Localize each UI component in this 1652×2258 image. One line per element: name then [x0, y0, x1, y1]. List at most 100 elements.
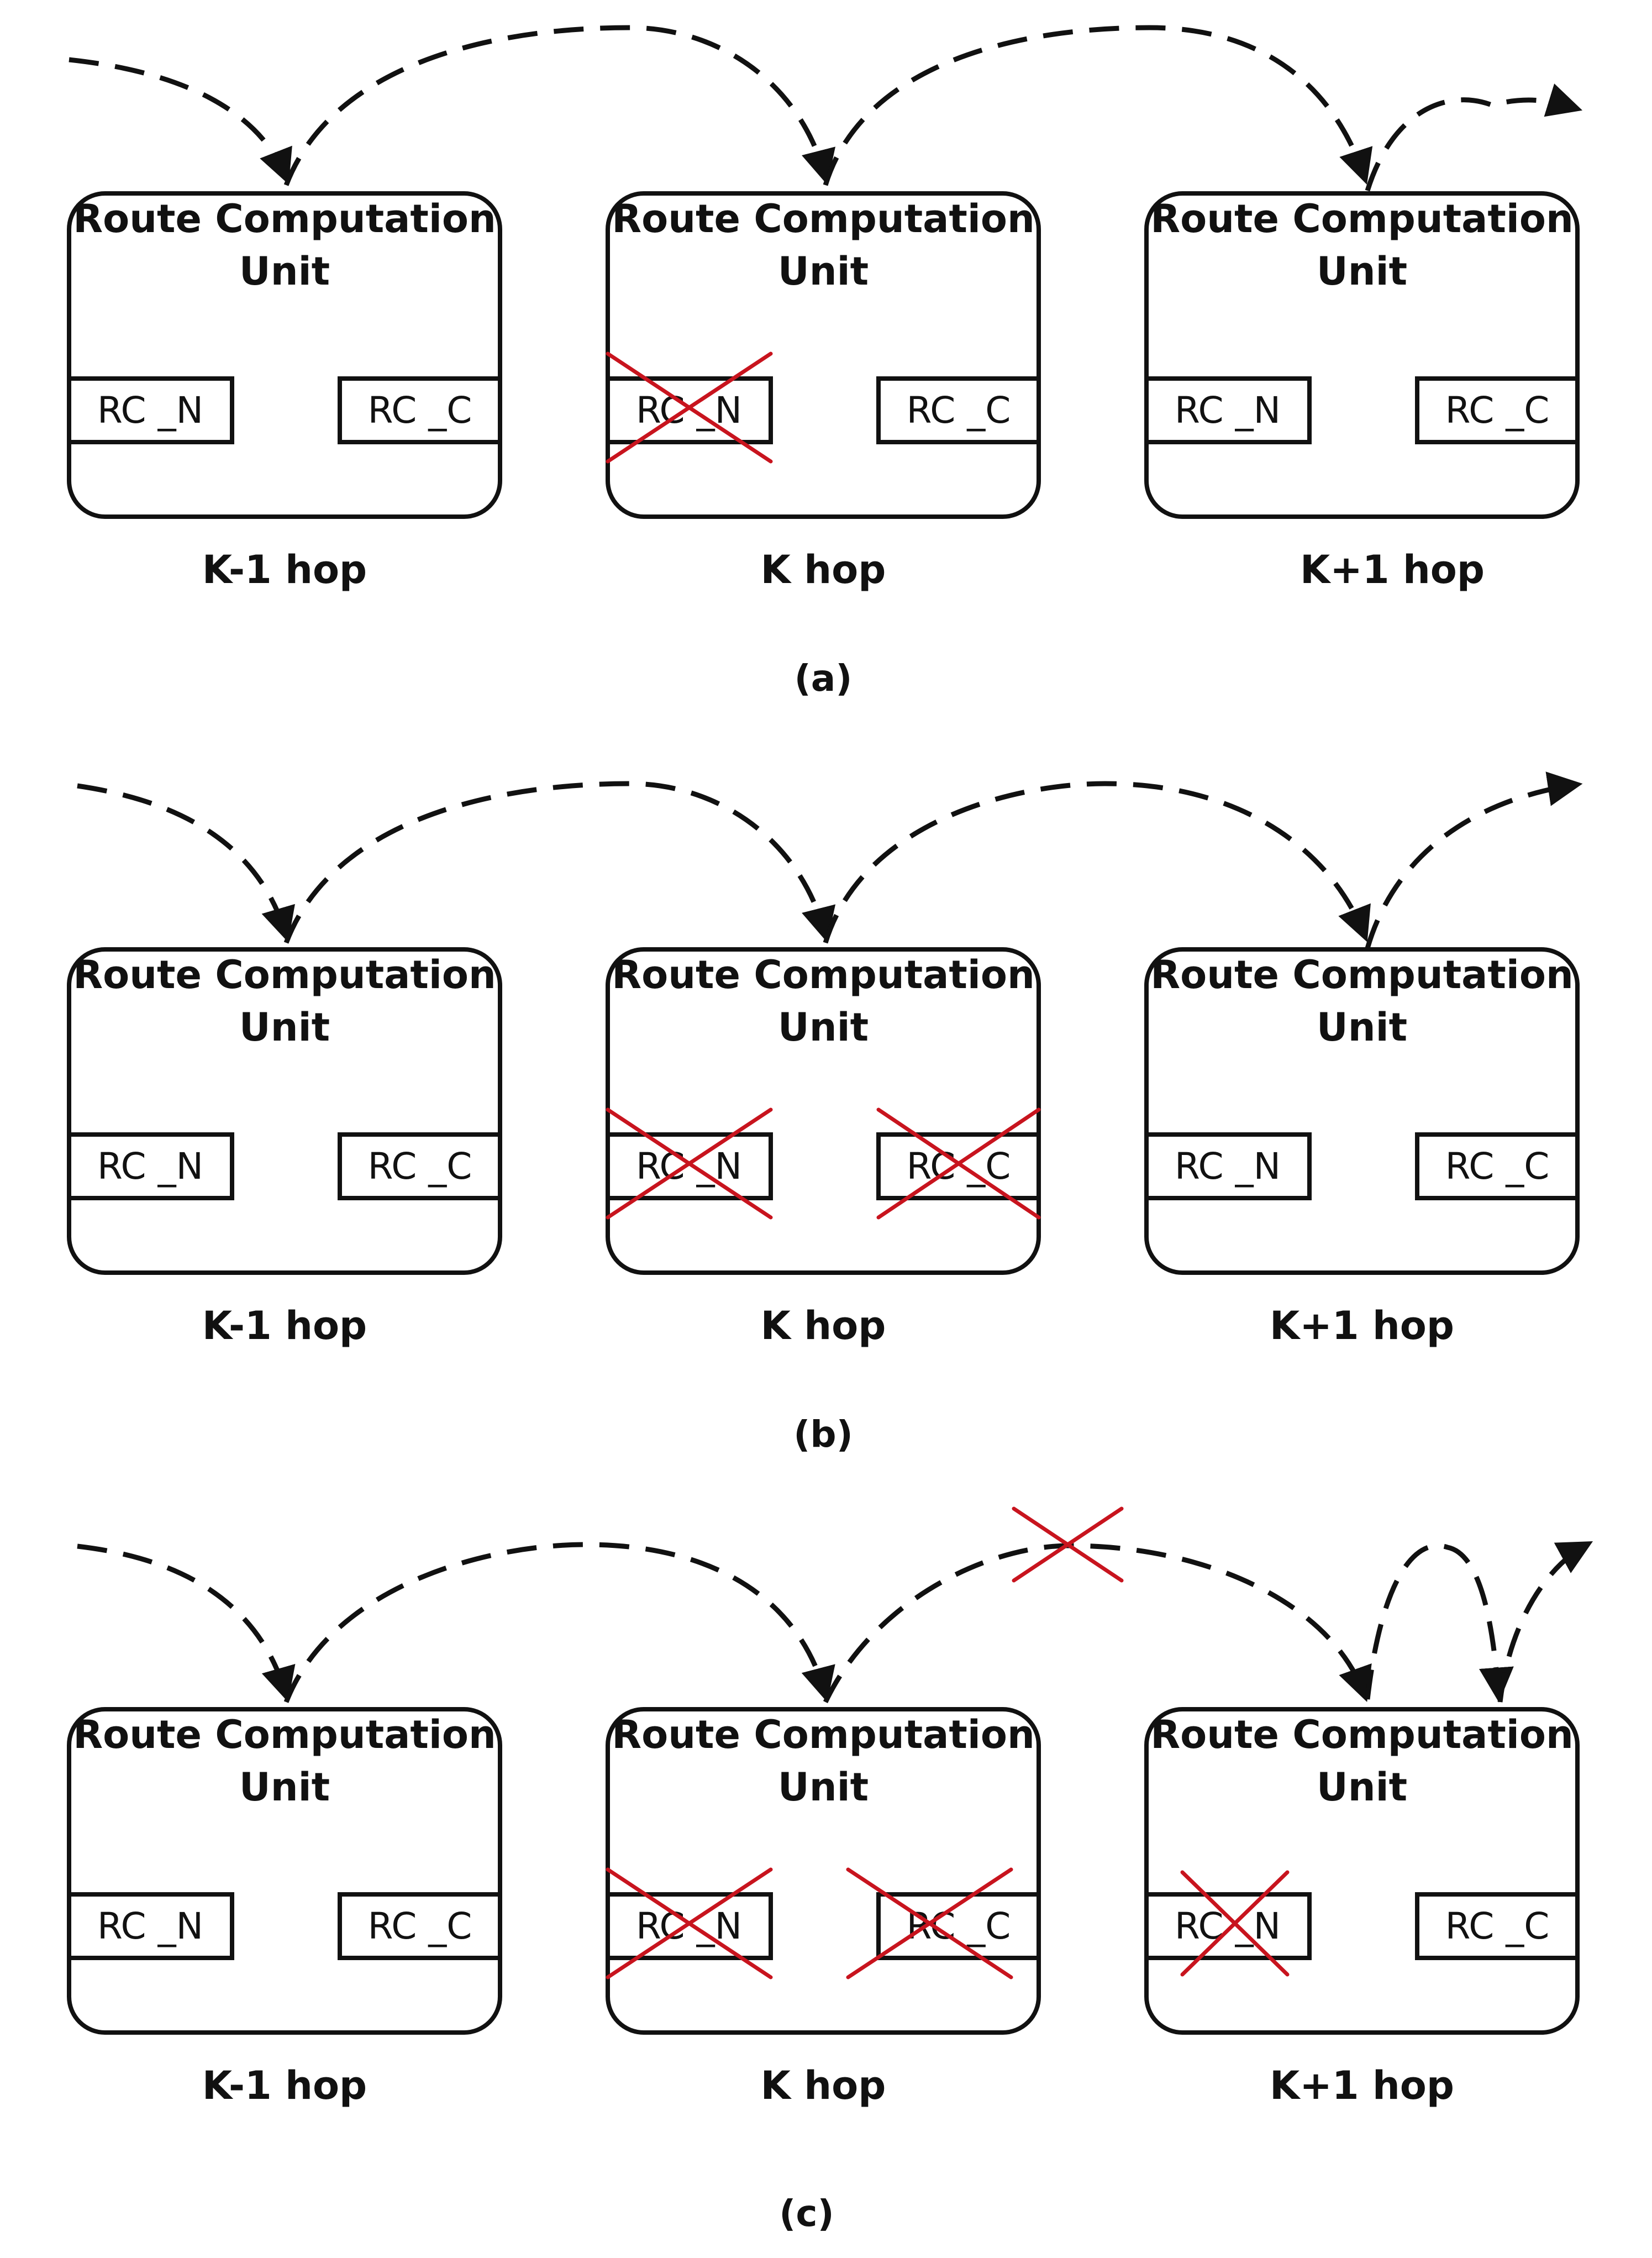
unit-title-line2: Unit [239, 249, 330, 294]
unit-title-line2: Unit [239, 1765, 330, 1810]
rc-n-box [606, 1892, 773, 1960]
unit-title-line2: Unit [1317, 249, 1407, 294]
route-arcs [69, 25, 1583, 192]
unit-k+1: Route Computation Unit RC _N RC _C [1144, 1707, 1580, 2035]
panel-caption: (b) [793, 1413, 853, 1456]
rc-c-label: RC _C [907, 389, 1011, 432]
unit-title-line1: Route Computation [612, 952, 1035, 997]
rc-n-box [67, 1892, 234, 1960]
rc-c-box [876, 376, 1041, 444]
unit-k-1: Route Computation Unit RC _N RC _C [67, 947, 502, 1275]
route-arc-k-to-k+1 [823, 781, 1371, 944]
rc-c-box [338, 376, 502, 444]
panel-caption: (c) [779, 2192, 834, 2235]
rc-n-label: RC _N [636, 1145, 742, 1188]
route-arc-k-1-to-k [283, 1542, 835, 1703]
route-computation-unit-box [1144, 947, 1580, 1275]
rc-c-label: RC _C [1445, 1905, 1550, 1947]
rc-n-label: RC _N [1175, 1145, 1281, 1188]
unit-title-line1: Route Computation [1150, 196, 1574, 241]
failure-cross-icon [606, 351, 773, 464]
hop-label: K-1 hop [202, 1303, 367, 1348]
route-computation-unit-box [67, 1707, 502, 2035]
failure-cross-icon [606, 1107, 773, 1220]
rc-c-box [338, 1132, 502, 1200]
rc-n-box [67, 1132, 234, 1200]
rc-n-label: RC _N [1175, 389, 1281, 432]
failure-cross-icon [606, 1867, 773, 1979]
route-computation-unit-box [606, 191, 1041, 519]
rc-c-label: RC _C [368, 1145, 472, 1188]
route-arc-incoming [69, 57, 292, 185]
panel-caption: (a) [795, 657, 853, 700]
rc-n-box [1144, 1132, 1312, 1200]
rc-n-box [606, 1132, 773, 1200]
hop-label: K-1 hop [202, 547, 367, 592]
rc-c-box [1415, 1892, 1580, 1960]
unit-title-line1: Route Computation [73, 196, 496, 241]
route-arc-k-to-k+1 [823, 1543, 1372, 1703]
rc-n-label: RC _N [97, 389, 203, 432]
rc-c-box [1415, 376, 1580, 444]
unit-title-line2: Unit [778, 1765, 869, 1810]
route-arcs [77, 1541, 1593, 1703]
rc-n-box [1144, 1892, 1312, 1960]
route-arc-k-1-to-k [283, 25, 835, 186]
route-computation-unit-box [67, 191, 502, 519]
unit-k+1: Route Computation Unit RC _N RC _C [1144, 947, 1580, 1275]
route-computation-unit-box [606, 947, 1041, 1275]
route-computation-unit-box [1144, 1707, 1580, 2035]
link-failure-cross-icon [1012, 1506, 1124, 1583]
unit-title-line2: Unit [1317, 1005, 1407, 1050]
route-arc-outgoing [1365, 83, 1583, 192]
panel-b: Route Computation Unit RC _N RC _C K-1 h… [67, 771, 1583, 1456]
unit-title-line2: Unit [778, 249, 869, 294]
rc-c-label: RC _C [1445, 1145, 1550, 1188]
unit-title-line2: Unit [239, 1005, 330, 1050]
route-arc-k-1-to-k [283, 781, 836, 944]
unit-k: Route Computation Unit RC _N RC _C [606, 191, 1041, 519]
rc-n-box [1144, 376, 1312, 444]
failure-cross-icon [1180, 1870, 1290, 1977]
failure-cross-icon [846, 1867, 1013, 1979]
rc-n-label: RC _N [1175, 1905, 1281, 1947]
rc-n-label: RC _N [97, 1905, 203, 1947]
hop-label: K hop [761, 547, 886, 592]
panel-c: Route Computation Unit RC _N RC _C K-1 h… [67, 1506, 1593, 2235]
rc-n-label: RC _N [97, 1145, 203, 1188]
route-arc-k-to-k+1 [823, 25, 1373, 186]
hop-label: K+1 hop [1270, 2063, 1454, 2108]
rc-c-box [876, 1892, 1041, 1960]
rc-n-box [606, 376, 773, 444]
route-computation-unit-box [1144, 191, 1580, 519]
rc-c-box [876, 1132, 1041, 1200]
unit-title-line1: Route Computation [1150, 1712, 1574, 1757]
hop-label: K+1 hop [1270, 1303, 1454, 1348]
hop-label: K hop [761, 2063, 886, 2108]
hop-label: K hop [761, 1303, 886, 1348]
unit-title-line1: Route Computation [1150, 952, 1574, 997]
hop-label: K-1 hop [202, 2063, 367, 2108]
unit-k-1: Route Computation Unit RC _N RC _C [67, 191, 502, 519]
hop-label: K+1 hop [1300, 547, 1485, 592]
unit-k-1: Route Computation Unit RC _N RC _C [67, 1707, 502, 2035]
unit-k+1: Route Computation Unit RC _N RC _C [1144, 191, 1580, 519]
rc-c-box [338, 1892, 502, 1960]
route-computation-unit-box [67, 947, 502, 1275]
rc-n-label: RC _N [636, 389, 742, 432]
rc-c-label: RC _C [368, 1905, 472, 1947]
failure-cross-icon [876, 1107, 1041, 1220]
unit-title-line2: Unit [778, 1005, 869, 1050]
rc-c-label: RC _C [368, 389, 472, 432]
route-arcs [77, 771, 1583, 949]
unit-title-line1: Route Computation [612, 1712, 1035, 1757]
route-arc-incoming [77, 783, 295, 943]
unit-title-line1: Route Computation [73, 1712, 496, 1757]
rc-n-label: RC _N [636, 1905, 742, 1947]
unit-title-line2: Unit [1317, 1765, 1407, 1810]
panel-a: Route Computation Unit RC _N RC _C K-1 h… [67, 25, 1583, 700]
unit-title-line1: Route Computation [612, 196, 1035, 241]
route-computation-unit-box [606, 1707, 1041, 2035]
unit-title-line1: Route Computation [73, 952, 496, 997]
